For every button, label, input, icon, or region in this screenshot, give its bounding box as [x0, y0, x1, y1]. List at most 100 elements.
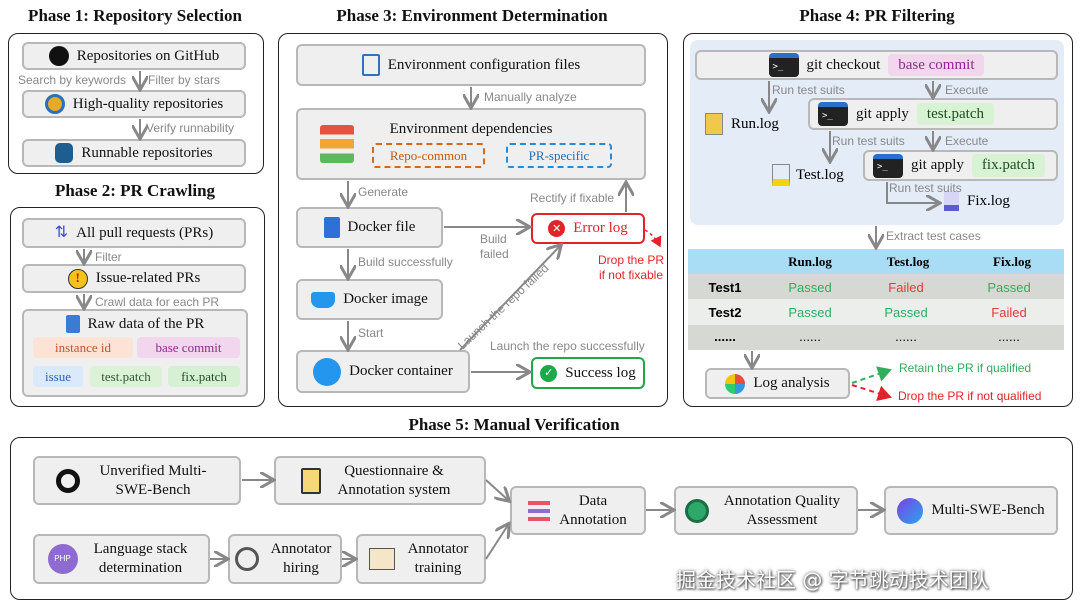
chip-repo-common: Repo-common: [372, 143, 485, 168]
cell: Test2: [708, 305, 742, 320]
label-launch-ok: Launch the repo successfully: [490, 339, 645, 353]
node-label: Docker file: [347, 219, 416, 236]
table-header: [688, 249, 1064, 274]
terminal-icon: >_: [818, 102, 848, 126]
cell: ......: [799, 329, 821, 344]
document-icon: [65, 315, 80, 333]
dependency-graph-icon: [320, 125, 354, 163]
node-runnable: Runnable repositories: [22, 139, 246, 167]
cell: Passed: [788, 305, 832, 320]
phase3-title: Phase 3: Environment Determination: [336, 6, 608, 25]
label-run-tests: Run test suits: [832, 134, 905, 148]
analysis-chart-icon: [725, 373, 746, 394]
node-label: Data Annotation: [559, 492, 627, 528]
node-label: git checkout: [806, 56, 881, 73]
config-file-icon: [361, 54, 380, 76]
node-dockerfile: Docker file: [296, 207, 443, 248]
node-data-annotation: Data Annotation: [510, 486, 646, 535]
label-run-tests: Run test suits: [889, 181, 962, 195]
check-icon: ✓: [540, 364, 558, 382]
node-error-log: ✕Error log: [531, 213, 645, 244]
node-success-log: ✓ Success log: [531, 357, 645, 389]
chip-fix-patch: fix.patch: [971, 154, 1045, 177]
label-generate: Generate: [358, 185, 409, 199]
database-icon: [55, 143, 74, 163]
node-log-analysis: Log analysis: [705, 368, 850, 399]
node-annotator-training: Annotator training: [356, 534, 486, 584]
cell: Test1: [708, 280, 742, 295]
terminal-icon: >_: [873, 153, 903, 178]
cell: Failed: [888, 280, 924, 295]
label-execute: Execute: [945, 134, 989, 148]
table-row: [688, 299, 1064, 325]
node-all-prs: ⇅All pull requests (PRs): [22, 218, 246, 248]
phase1-title: Phase 1: Repository Selection: [28, 6, 242, 25]
docker-container-icon: [313, 357, 342, 386]
github-icon: [48, 46, 69, 66]
label-start: Start: [358, 326, 384, 340]
node-label: git apply: [911, 157, 964, 174]
log-file-icon: [705, 113, 723, 135]
label-build-failed: Build failed: [480, 232, 509, 261]
node-label: Language stack determination: [93, 541, 188, 576]
fix-log: Fix.log: [944, 191, 1010, 211]
node-label: Runnable repositories: [81, 144, 213, 161]
clipboard-icon: [301, 467, 321, 494]
phase5-title: Phase 5: Manual Verification: [408, 415, 620, 434]
cell: Passed: [987, 280, 1031, 295]
warning-icon: !: [67, 268, 88, 289]
quality-badge-icon: [44, 94, 65, 114]
chip-issue: issue: [33, 366, 83, 387]
test-log-label: Test.log: [796, 166, 844, 183]
label-crawl: Crawl data for each PR: [95, 295, 220, 309]
node-apply-fix-patch: >_ git apply fix.patch: [863, 150, 1058, 181]
node-github-repos: Repositories on GitHub: [22, 42, 246, 70]
label-filter-stars: Filter by stars: [148, 73, 221, 87]
error-x-icon: ✕: [548, 220, 566, 237]
wrench-log-icon: [944, 191, 959, 211]
test-log: Test.log: [772, 164, 844, 186]
node-label: Annotation Quality Assessment: [723, 492, 841, 528]
bench-logo-icon: [56, 468, 80, 493]
node-label: Docker container: [349, 363, 453, 380]
header-fix-log: Fix.log: [993, 254, 1031, 269]
cell: ......: [895, 329, 917, 344]
node-label: Raw data of the PR: [87, 316, 205, 332]
cell: Passed: [788, 280, 832, 295]
edit-document-icon: [528, 500, 550, 521]
node-label: Success log: [565, 364, 636, 381]
chip-base-commit: base commit: [137, 337, 240, 358]
node-label: Log analysis: [753, 375, 830, 392]
label-drop: Drop the PR if not qualified: [898, 389, 1042, 403]
node-label: High-quality repositories: [72, 95, 224, 112]
cell: ......: [714, 329, 736, 344]
multi-swe-bench-logo-icon: [897, 497, 924, 524]
header-run-log: Run.log: [788, 254, 832, 269]
training-icon: [369, 548, 395, 570]
node-language-stack: PHP Language stack determination: [33, 534, 210, 584]
chip-fix-patch: fix.patch: [168, 366, 240, 387]
node-label: Repositories on GitHub: [76, 47, 220, 64]
chip-pr-specific: PR-specific: [506, 143, 612, 168]
cell: Failed: [991, 305, 1027, 320]
node-unverified: Unverified Multi-SWE-Bench: [33, 456, 241, 505]
chip-instance-id: instance id: [33, 337, 133, 358]
node-docker-container: Docker container: [296, 350, 470, 393]
programming-languages-icon: PHP: [47, 544, 78, 574]
header-test-log: Test.log: [886, 254, 930, 269]
cell: Passed: [884, 305, 928, 320]
certificate-icon: [685, 498, 709, 523]
chip-test-patch: test.patch: [90, 366, 162, 387]
node-quality-assessment: Annotation Quality Assessment: [674, 486, 858, 535]
run-log-label: Run.log: [731, 115, 779, 132]
label-filter: Filter: [95, 250, 122, 264]
cell: ......: [998, 329, 1020, 344]
label-retain: Retain the PR if qualified: [899, 361, 1032, 375]
label-execute: Execute: [945, 83, 989, 97]
node-high-quality: High-quality repositories: [22, 90, 246, 118]
label-rectify: Rectify if fixable: [530, 191, 615, 205]
node-label: All pull requests (PRs): [76, 224, 214, 241]
label-verify: Verify runnability: [146, 121, 235, 135]
